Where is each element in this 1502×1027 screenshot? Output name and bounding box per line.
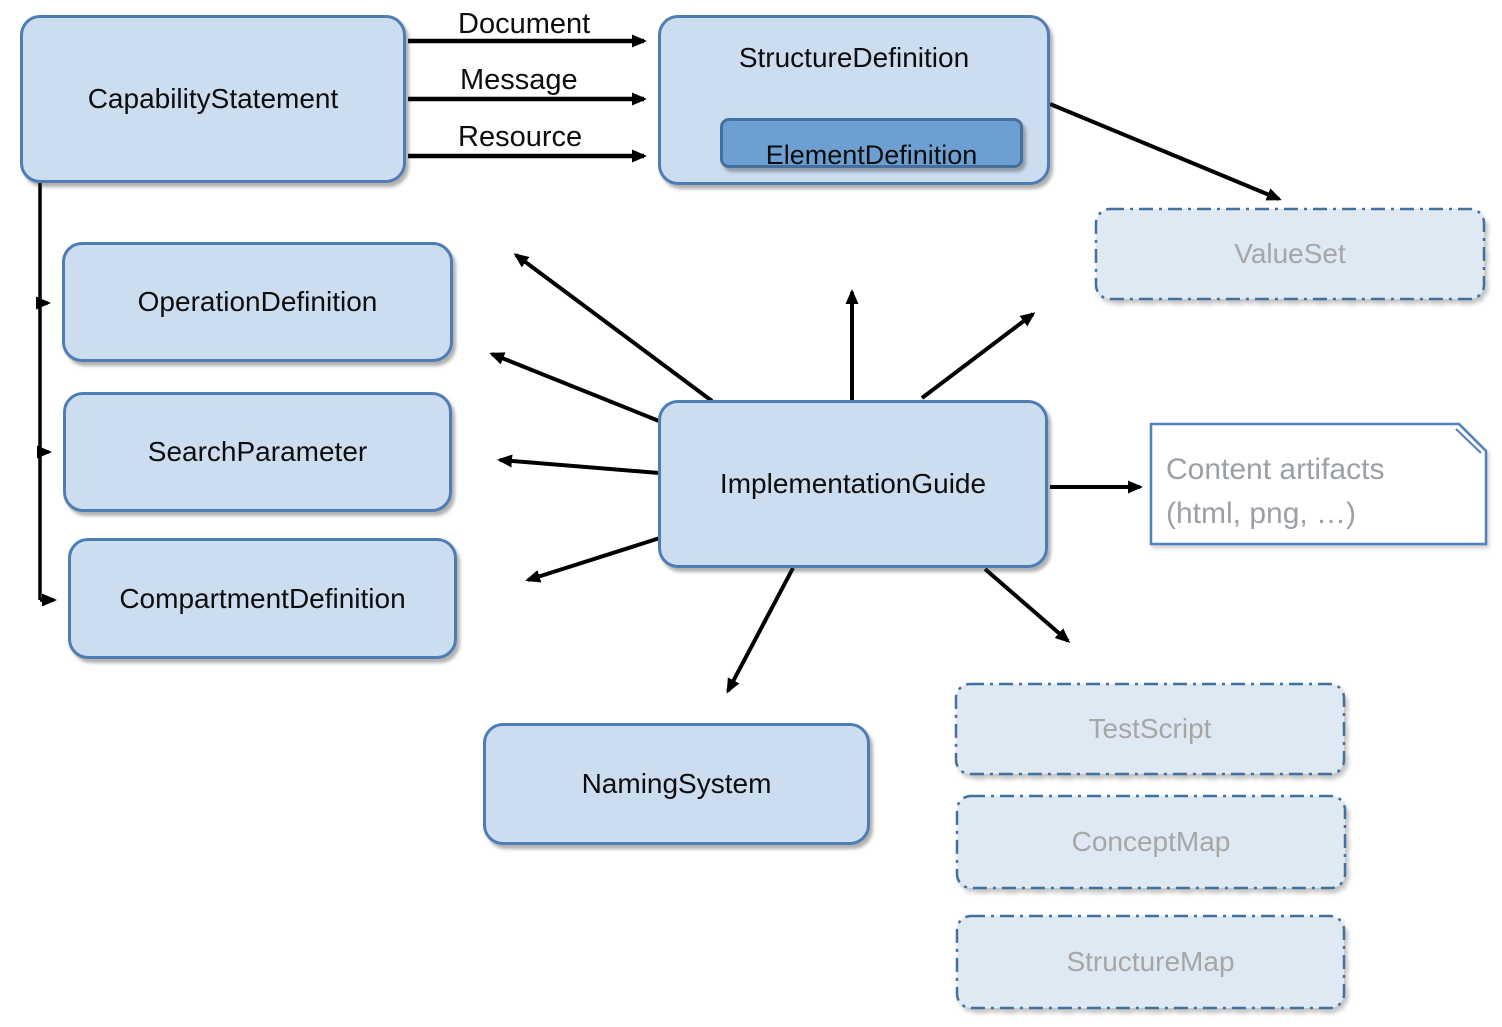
- node-compartment-definition: CompartmentDefinition: [68, 538, 457, 659]
- dashed-node-shapes: [954, 207, 1486, 1010]
- node-label: StructureDefinition: [738, 42, 970, 73]
- node-concept-map: ConceptMap: [957, 796, 1345, 888]
- node-label: StructureMap: [1066, 946, 1235, 977]
- node-structure-definition: StructureDefinition ElementDefinition: [658, 15, 1050, 185]
- node-capability-statement: CapabilityStatement: [20, 15, 406, 183]
- content-artifacts-line1: Content artifacts: [1166, 453, 1385, 486]
- edge-label-document: Document: [458, 8, 591, 40]
- node-label: ImplementationGuide: [719, 468, 987, 499]
- node-label: ConceptMap: [1071, 826, 1231, 857]
- node-naming-system: NamingSystem: [483, 723, 870, 845]
- node-label: ElementDefinition: [765, 139, 978, 170]
- node-implementation-guide: ImplementationGuide: [658, 400, 1048, 568]
- node-label: SearchParameter: [147, 436, 368, 467]
- structure-map-shape: [955, 914, 1346, 1010]
- node-label: OperationDefinition: [137, 286, 378, 317]
- test-script-shape: [954, 682, 1346, 776]
- cs-to-sd-arrows: [408, 34, 647, 163]
- ig-arrows: [489, 253, 1143, 694]
- node-label: CapabilityStatement: [87, 83, 339, 114]
- node-value-set: ValueSet: [1096, 209, 1484, 299]
- node-label: NamingSystem: [581, 768, 772, 799]
- node-label: CompartmentDefinition: [119, 582, 406, 614]
- content-artifacts-line2: (html, png, …): [1166, 497, 1357, 530]
- edge-label-resource: Resource: [458, 121, 583, 153]
- edge-label-message: Message: [460, 64, 578, 96]
- node-label: ValueSet: [1234, 238, 1346, 269]
- node-element-definition: ElementDefinition: [720, 118, 1023, 170]
- node-content-artifacts-text: Content artifacts (html, png, …): [1166, 448, 1466, 536]
- content-artifacts-shape: [1149, 422, 1488, 546]
- node-test-script: TestScript: [956, 684, 1344, 774]
- concept-map-shape: [955, 794, 1347, 890]
- node-label: TestScript: [1088, 713, 1212, 744]
- value-set-shape: [1094, 207, 1486, 301]
- node-structure-map: StructureMap: [957, 916, 1344, 1008]
- cs-left-tree: [36, 183, 57, 607]
- node-search-parameter: SearchParameter: [63, 392, 452, 512]
- node-operation-definition: OperationDefinition: [62, 242, 453, 362]
- sd-to-valueset-arrow: [1049, 102, 1282, 201]
